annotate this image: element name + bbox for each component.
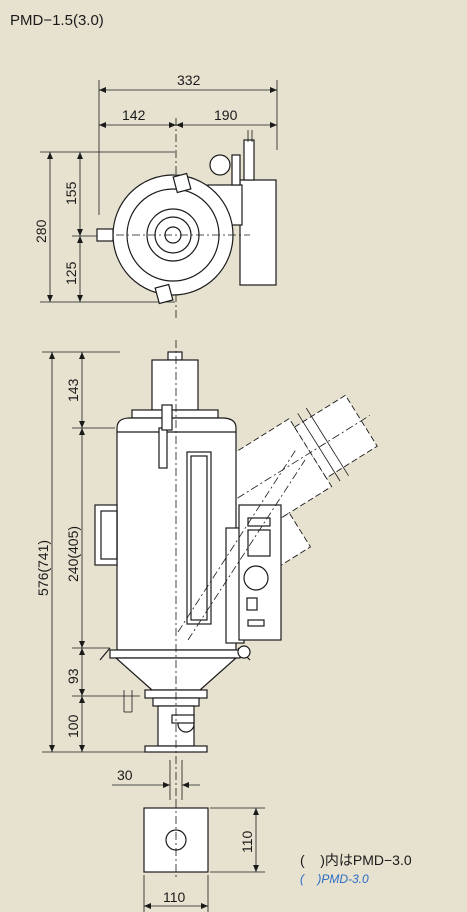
dim-total-width: 332 [177, 72, 201, 88]
dim-top-upper: 155 [63, 181, 79, 205]
dim-cone-height: 93 [65, 668, 81, 684]
model-note: ( )内はPMD−3.0 [300, 852, 412, 868]
dim-base-height: 100 [65, 714, 81, 738]
dim-right-width: 190 [214, 107, 238, 123]
dim-base-width: 110 [163, 889, 186, 905]
dim-total-height: 576(741) [35, 540, 51, 596]
dim-hopper-top: 143 [65, 378, 81, 402]
dim-pipe-width: 30 [117, 767, 133, 783]
top-view: 332 142 190 280 155 125 [33, 72, 278, 320]
drawing-title: PMD−1.5(3.0) [10, 12, 104, 29]
dim-base-side: 110 [239, 830, 255, 853]
dim-top-lower: 125 [63, 261, 79, 285]
front-view: 576(741) 143 240(405) 93 100 [35, 340, 378, 800]
base-view: 30 110 110 [112, 760, 265, 912]
dim-body-height: 240(405) [65, 526, 81, 582]
model-note-alt: ( )PMD-3.0 [300, 872, 369, 886]
dim-left-width: 142 [122, 107, 146, 123]
dim-top-depth: 280 [33, 219, 49, 243]
